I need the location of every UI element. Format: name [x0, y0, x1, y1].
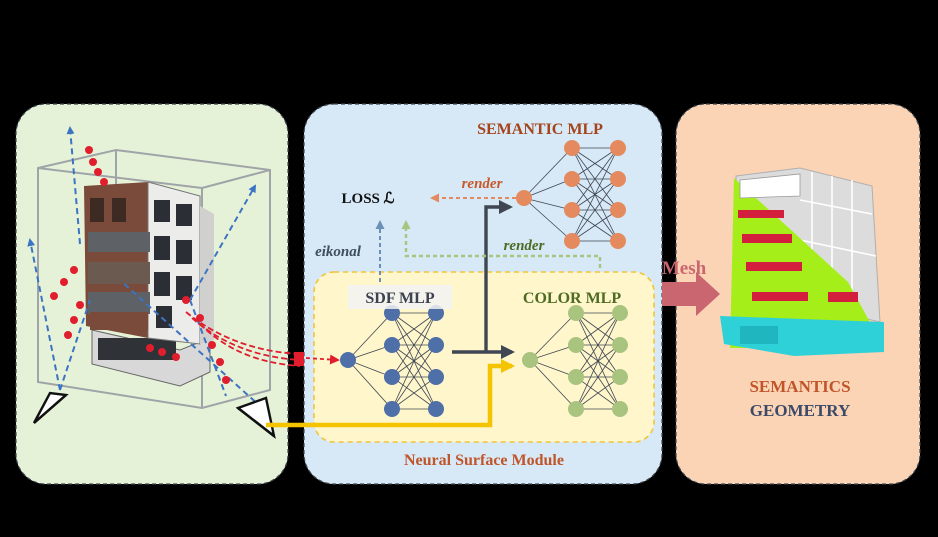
sdf-mlp-node — [384, 337, 400, 353]
sdf-mlp-node — [428, 369, 444, 385]
semantic-mlp-edge — [571, 209, 619, 242]
sdf-mlp-edge — [347, 312, 393, 361]
ray-sample-points — [50, 146, 230, 384]
sample-to-sdf-arrow — [305, 354, 340, 365]
camera-rays — [27, 126, 271, 416]
sample-to-sdf-rays — [185, 311, 301, 367]
color-mlp-edge — [575, 312, 621, 378]
semantic-mlp-node — [610, 233, 626, 249]
semantic-mlp-node — [564, 140, 580, 156]
mesh-arrow — [662, 272, 720, 316]
sdf-mlp-node — [340, 352, 356, 368]
color-mlp-edge — [529, 344, 577, 361]
sdf-mlp-edge — [391, 312, 437, 378]
semantic-mlp-node — [610, 202, 626, 218]
color-mlp-edge — [575, 312, 621, 410]
camera-left-icon — [32, 391, 69, 424]
sdf-mlp-edge — [391, 312, 437, 410]
color-mlp-node — [612, 337, 628, 353]
camera-to-color-arrow — [266, 359, 515, 428]
semantic-mlp-node — [610, 140, 626, 156]
color-mlp-edge — [529, 312, 577, 361]
neural-surface-module-title: Neural Surface Module — [404, 452, 564, 469]
sdf-mlp-node — [428, 401, 444, 417]
mesh-label: Mesh — [662, 258, 707, 279]
color-mlp-title: COLOR MLP — [523, 290, 621, 307]
color-mlp-node — [612, 369, 628, 385]
semantic-mlp-edge — [571, 147, 619, 211]
color-render-arrow — [401, 220, 602, 268]
color-mlp-network — [522, 305, 628, 417]
semantic-mlp-edge — [523, 197, 573, 211]
semantic-mlp-edge — [523, 147, 573, 199]
render-color-label: render — [504, 238, 545, 254]
geometry-label: GEOMETRY — [750, 401, 850, 420]
sdf-mlp-label-bg — [348, 285, 452, 309]
semantic-mlp-node — [564, 233, 580, 249]
semantic-mlp-edge — [571, 178, 619, 242]
semantic-mlp-edge — [523, 197, 573, 242]
color-mlp-node — [612, 305, 628, 321]
sdf-mlp-edge — [391, 344, 437, 410]
color-mlp-node — [522, 352, 538, 368]
color-mlp-node — [568, 401, 584, 417]
sdf-to-semantic-arrow — [484, 200, 513, 352]
sdf-mlp-edge — [391, 376, 437, 410]
sdf-mlp-edge — [391, 312, 437, 346]
eikonal-label: eikonal — [315, 244, 362, 260]
semantic-mlp-node — [516, 190, 532, 206]
color-mlp-edge — [575, 376, 621, 410]
semantics-label: SEMANTICS — [749, 377, 850, 396]
sdf-mlp-network — [340, 305, 444, 417]
color-mlp-edge — [575, 344, 621, 410]
semantic-mlp-edge — [523, 178, 573, 199]
color-mlp-node — [568, 337, 584, 353]
building-image — [84, 181, 214, 387]
sdf-mlp-node — [384, 401, 400, 417]
loss-label: LOSS ℒ — [342, 191, 395, 207]
color-mlp-edge — [529, 359, 577, 410]
camera-right-icon — [235, 396, 276, 439]
semantic-mlp-title: SEMANTIC MLP — [477, 121, 603, 138]
sample-batch-marker — [294, 352, 304, 366]
sdf-mlp-title: SDF MLP — [365, 290, 434, 307]
semantic-mlp-node — [610, 171, 626, 187]
sdf-mlp-edge — [347, 359, 393, 410]
semantic-mlp-network — [516, 140, 626, 249]
sdf-mlp-node — [384, 369, 400, 385]
render-semantic-label: render — [462, 176, 503, 192]
semantic-mlp-edge — [571, 147, 619, 180]
color-mlp-node — [568, 369, 584, 385]
semantic-mlp-node — [564, 202, 580, 218]
semantic-mlp-node — [564, 171, 580, 187]
color-mlp-node — [612, 401, 628, 417]
semantic-mlp-edge — [571, 147, 619, 242]
semantic-mesh-image — [720, 167, 884, 356]
color-mlp-edge — [575, 312, 621, 346]
sdf-mlp-node — [428, 337, 444, 353]
color-mlp-node — [568, 305, 584, 321]
color-mlp-edge — [529, 359, 577, 378]
